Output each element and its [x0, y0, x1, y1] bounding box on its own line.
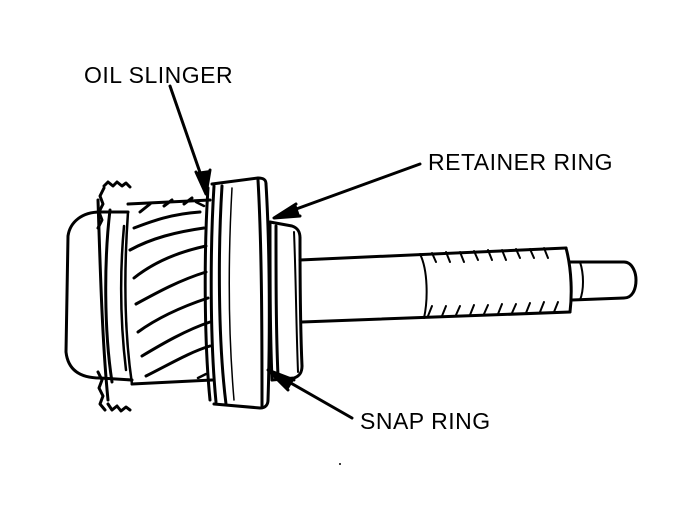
oil-slinger-leader: [168, 84, 212, 196]
shaft-collar: [293, 231, 304, 373]
splined-shaft: [298, 246, 573, 324]
clutch-hub-face: [64, 208, 134, 384]
print-speck: [339, 463, 341, 465]
snap-ring-label: SNAP RING: [360, 408, 491, 434]
oil-slinger-disc: [203, 184, 218, 404]
retainer-ring-label: RETAINER RING: [428, 149, 613, 175]
oil-slinger-label: OIL SLINGER: [84, 62, 234, 88]
retainer-ring-groove: [268, 220, 304, 382]
helical-gear: [124, 196, 214, 386]
retainer-ring-leader: [272, 162, 422, 220]
bearing-flange: [210, 176, 271, 410]
pilot-tip: [568, 260, 638, 302]
snap-ring-leader: [266, 368, 354, 420]
